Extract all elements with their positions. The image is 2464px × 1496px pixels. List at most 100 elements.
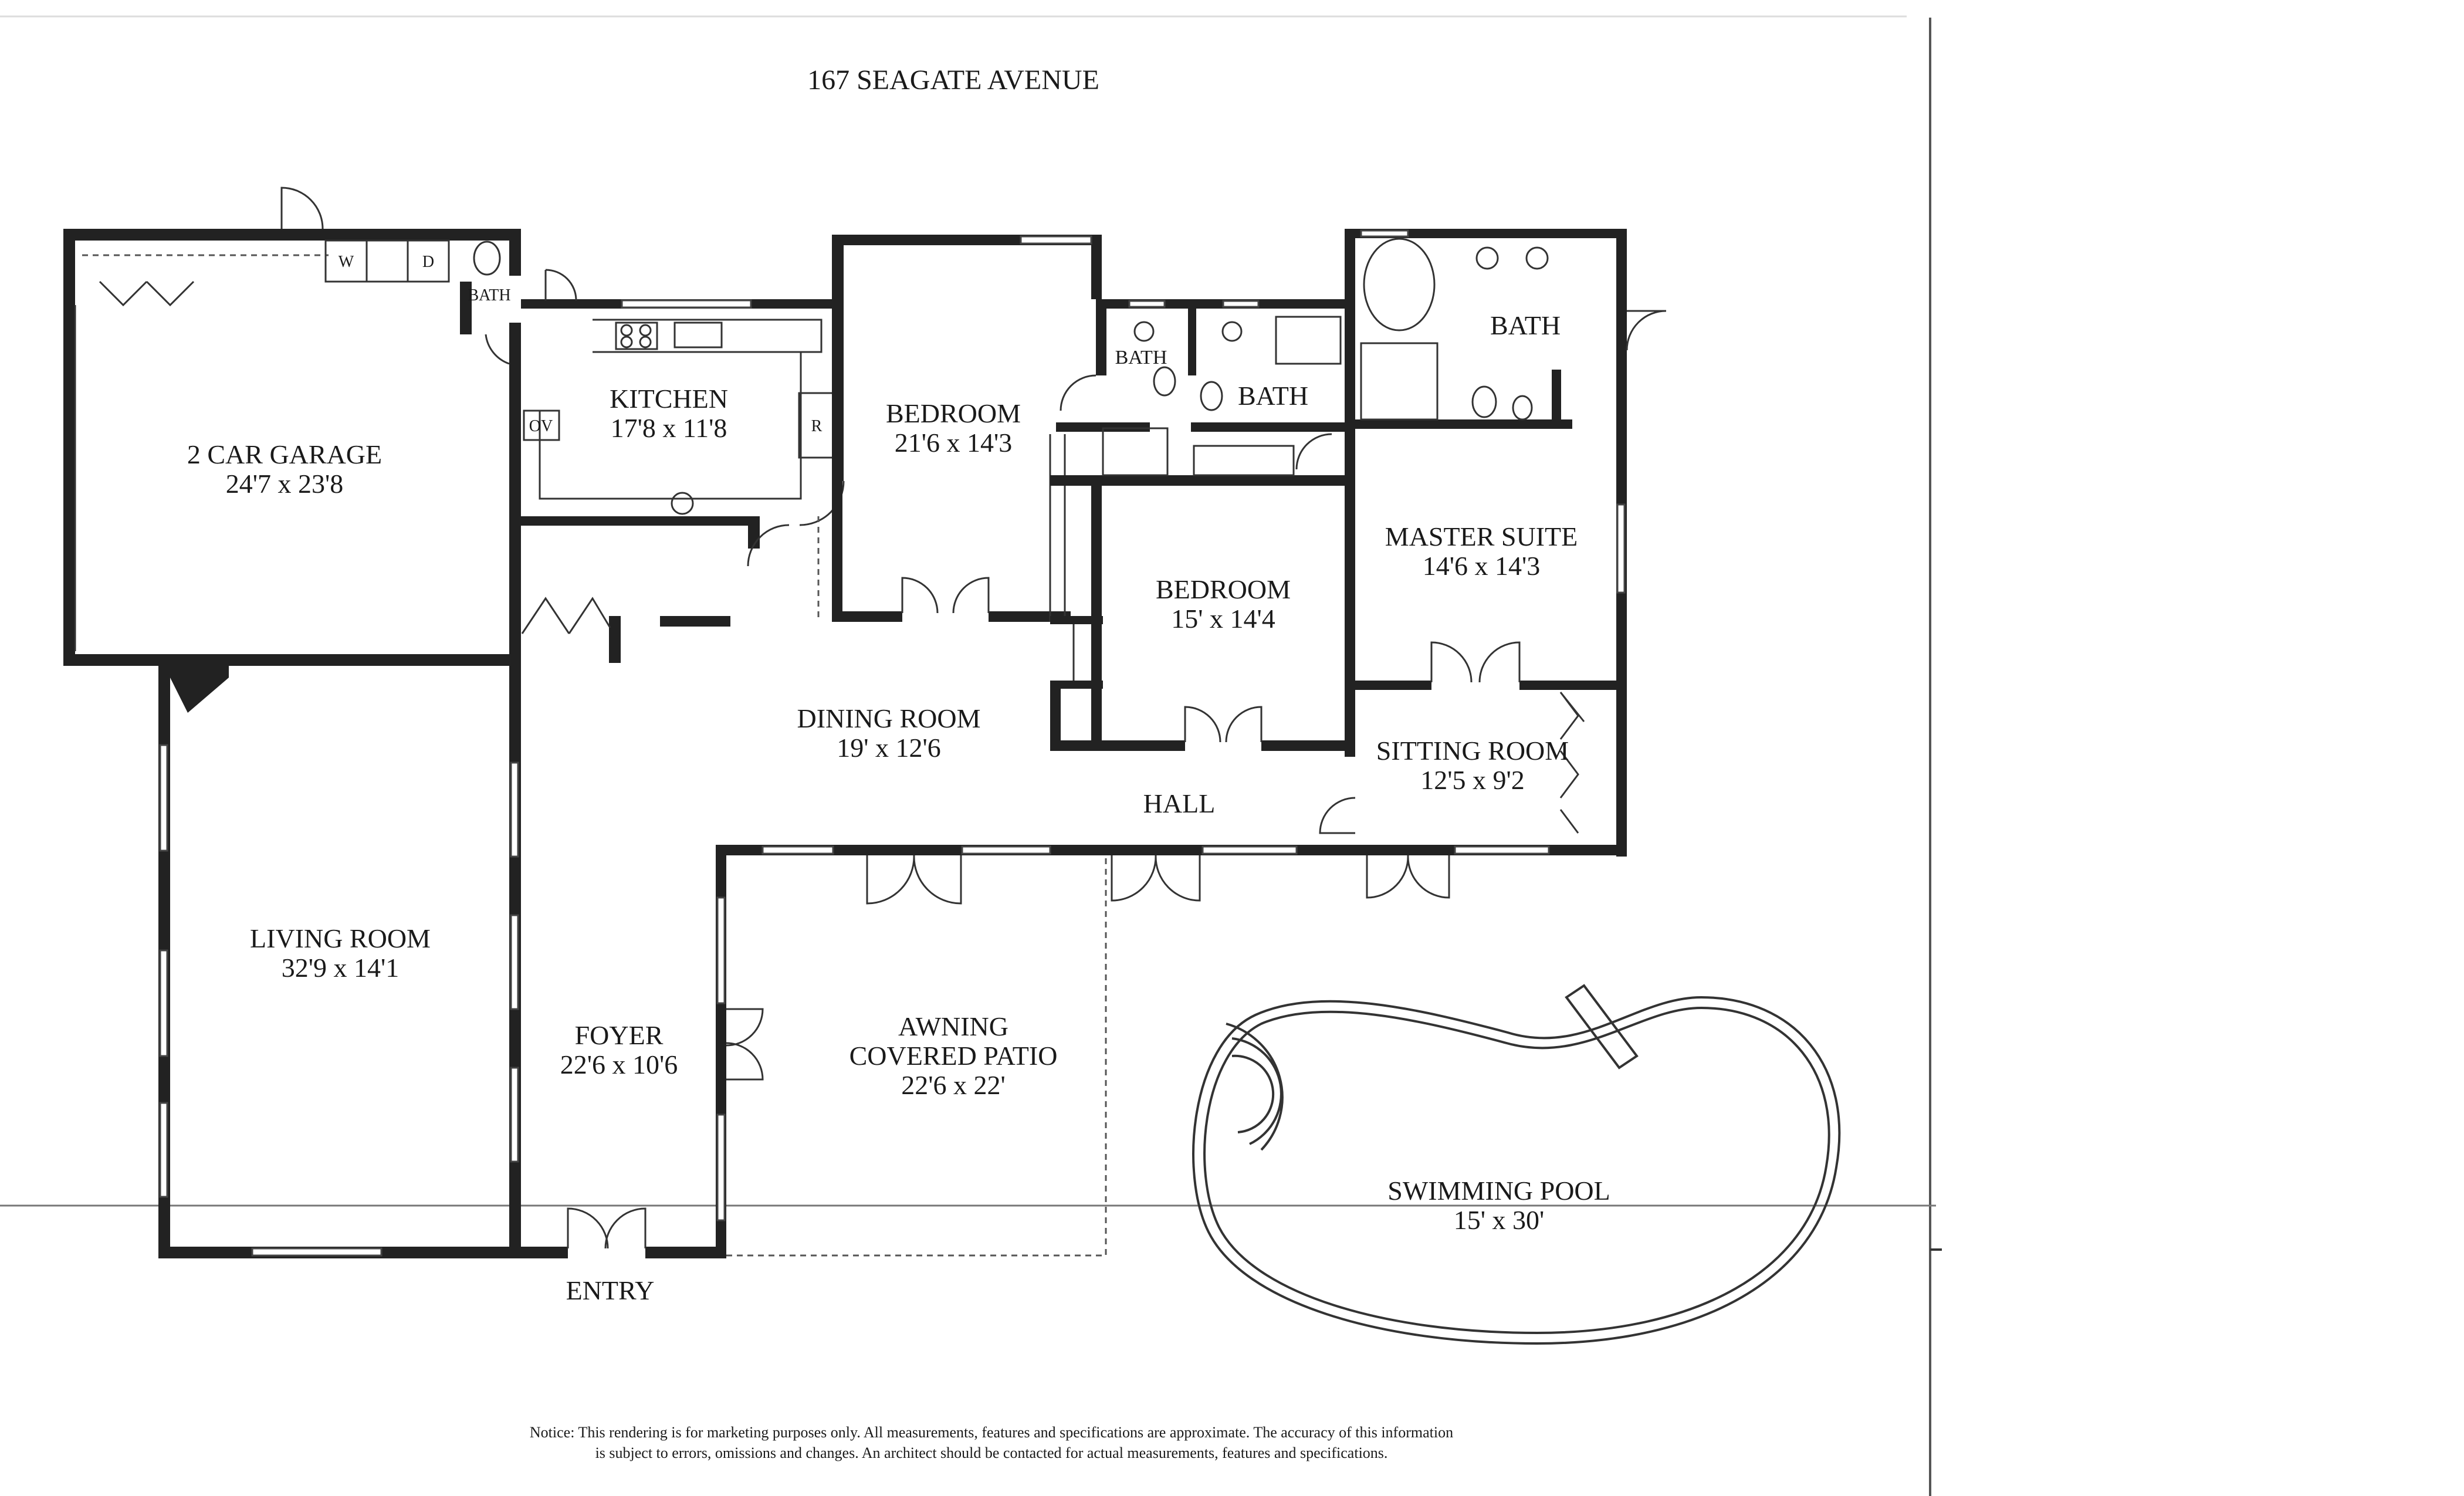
foyer-size: 22'6 x 10'6 <box>560 1050 678 1079</box>
master-sink <box>1525 246 1549 270</box>
bedroom1-doors <box>901 577 990 614</box>
hall-window <box>1201 845 1298 855</box>
bathtub <box>1363 238 1436 331</box>
notice-line-1: Notice: This rendering is for marketing … <box>530 1424 1453 1441</box>
living-foyer-opening <box>510 761 519 858</box>
vanity <box>1193 445 1295 476</box>
patio-outline <box>726 855 1107 1257</box>
living-foyer-opening <box>510 914 519 1010</box>
kitchen-garage-door <box>485 334 510 365</box>
living-window <box>159 1102 168 1198</box>
master-shower <box>1360 342 1439 421</box>
sitting-window <box>1454 845 1550 855</box>
living-size: 32'9 x 14'1 <box>282 953 400 983</box>
cooktop <box>615 321 658 350</box>
sitting-bifold <box>1559 692 1579 834</box>
master-bath-label: BATH <box>1490 310 1561 340</box>
living-window <box>159 744 168 852</box>
garage-bath-label: BATH <box>468 286 510 304</box>
sitting-door <box>1319 797 1356 834</box>
sitting-patio-doors <box>1366 855 1450 899</box>
burner-icon <box>639 324 652 337</box>
dining-size: 19' x 12'6 <box>837 733 941 763</box>
kitchen-size: 17'8 x 11'8 <box>611 413 727 443</box>
sitting-name: SITTING ROOM <box>1376 736 1569 766</box>
foyer-walls <box>509 1247 726 1258</box>
dryer <box>407 239 450 283</box>
bath-door <box>1295 433 1332 470</box>
dryer-label: D <box>422 253 434 271</box>
master-bidet <box>1512 395 1533 421</box>
patio-size: 22'6 x 22' <box>901 1070 1006 1100</box>
patio-name2: COVERED PATIO <box>849 1041 1058 1071</box>
master-window <box>1360 229 1409 238</box>
plan-title: 167 SEAGATE AVENUE <box>807 65 1099 96</box>
master-doors <box>1430 641 1521 683</box>
master-toilet <box>1471 385 1497 418</box>
kitchen-window <box>621 299 752 309</box>
bedroom1-window <box>1020 235 1092 245</box>
foyer-window <box>716 896 726 1004</box>
living-foyer-opening <box>510 1067 519 1163</box>
notice-line-2: is subject to errors, omissions and chan… <box>595 1444 1388 1461</box>
shower-stall <box>1102 427 1169 476</box>
hall-window <box>961 845 1051 855</box>
bath-window <box>1222 300 1260 308</box>
laundry-sink <box>365 239 409 283</box>
toilet <box>1200 381 1223 411</box>
garage-bath-toilet <box>473 241 501 276</box>
burner-icon <box>639 336 652 348</box>
hall-patio-doors <box>1111 855 1201 902</box>
dining-patio-doors <box>866 855 962 905</box>
kitchen-sink <box>673 321 723 348</box>
master-size: 14'6 x 14'3 <box>1423 551 1541 581</box>
garage-walls <box>63 229 521 666</box>
toilet <box>1153 366 1176 397</box>
refrigerator-label: R <box>811 417 823 435</box>
garage-bifold-door <box>99 280 195 307</box>
master-name: MASTER SUITE <box>1385 522 1578 551</box>
garage-name: 2 CAR GARAGE <box>187 439 382 469</box>
pool-spa <box>1565 984 1639 1069</box>
hall-label: HALL <box>1143 788 1216 818</box>
mid-bath-label: BATH <box>1238 381 1308 411</box>
fireplace <box>170 678 229 713</box>
bedroom2-doors <box>1184 706 1263 743</box>
living-name: LIVING ROOM <box>250 923 431 953</box>
patio-name: AWNING <box>898 1011 1008 1041</box>
shower-stall <box>1275 316 1342 365</box>
entry-label: ENTRY <box>566 1275 655 1305</box>
bath-window <box>1128 300 1166 308</box>
small-bath-label: BATH <box>1115 347 1167 368</box>
garage-exterior-door <box>280 187 324 229</box>
oven-label: OV <box>529 417 553 435</box>
island-sink <box>671 492 694 515</box>
pool-inner-outline <box>1203 1006 1830 1335</box>
kitchen-rear-door <box>747 524 790 567</box>
closet-bifold <box>521 597 611 634</box>
pool-size: 15' x 30' <box>1454 1205 1545 1235</box>
burner-icon <box>620 324 633 337</box>
bath-door <box>1060 374 1096 411</box>
master-sink <box>1475 246 1499 270</box>
master-bath-door <box>1626 310 1667 351</box>
kitchen-name: KITCHEN <box>610 384 728 414</box>
entry-doors <box>567 1207 647 1249</box>
kitchen-swing-door <box>799 480 845 526</box>
bedroom2-name: BEDROOM <box>1156 574 1291 604</box>
hall-window <box>761 845 834 855</box>
burner-icon <box>620 336 633 348</box>
bedroom2-size: 15' x 14'4 <box>1171 604 1275 634</box>
oven <box>523 409 560 441</box>
bedroom2-walls <box>1050 475 1355 751</box>
foyer-patio-doors <box>726 1008 764 1081</box>
bedroom1-size: 21'6 x 14'3 <box>895 428 1013 458</box>
pool-outline <box>1192 996 1841 1345</box>
master-window <box>1616 503 1626 594</box>
foyer-name: FOYER <box>575 1020 664 1050</box>
foyer-window <box>716 1113 726 1221</box>
washer-label: W <box>339 253 354 271</box>
living-window <box>159 949 168 1057</box>
bath-sink <box>1221 321 1243 342</box>
